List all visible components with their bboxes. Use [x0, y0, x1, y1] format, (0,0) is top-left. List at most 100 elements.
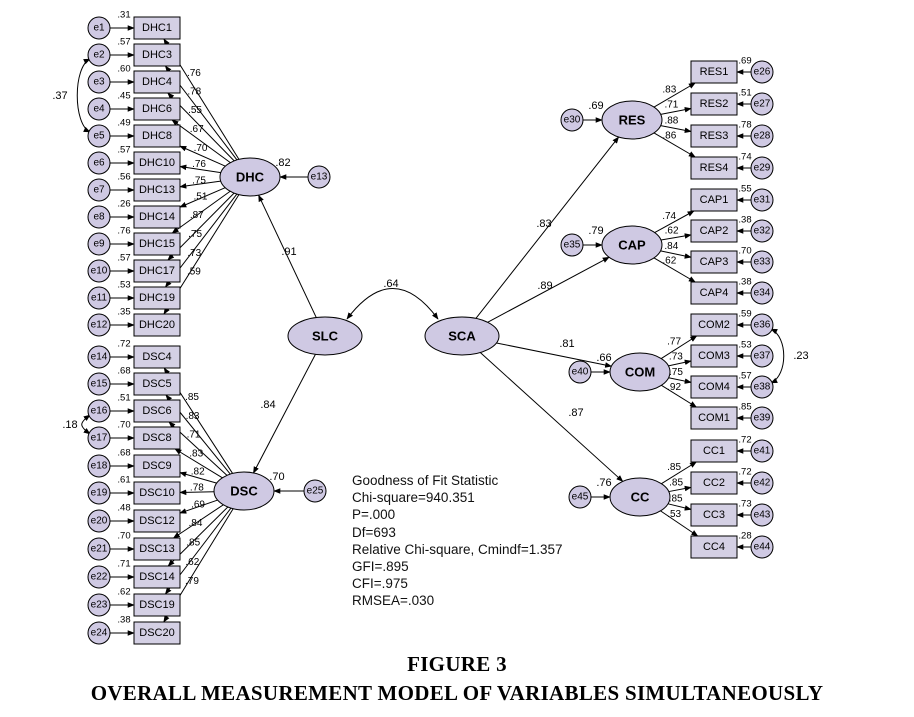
error-e23-circle [87, 593, 111, 617]
r2-dsc14: .71 [117, 559, 130, 570]
r2-com2: .59 [738, 309, 751, 320]
path-res-res1 [653, 82, 696, 108]
loading-dsc-dsc4: .85 [185, 392, 199, 403]
error-e9-label: e9 [93, 239, 105, 250]
indicator-cc3-label: CC3 [703, 509, 725, 521]
latent-sca-label: SCA [448, 329, 476, 344]
r2-dhc4: .60 [117, 64, 130, 75]
loading-sca-com: .81 [559, 338, 574, 350]
r2-dhc3: .57 [117, 37, 130, 48]
loading-cap-cap1: .74 [662, 211, 676, 222]
error-e33-circle [750, 250, 774, 274]
indicator-dhc10-label: DHC10 [139, 157, 175, 169]
error-e3-circle [87, 70, 111, 94]
fit-stat-rmsea: RMSEA=.030 [352, 593, 435, 609]
indicator-com4-label: COM4 [698, 381, 730, 393]
fit-stat-heading: Goodness of Fit Statistic [352, 473, 499, 488]
error-e4-circle [87, 97, 111, 121]
indicator-dhc17-label: DHC17 [139, 265, 175, 277]
indicator-cc4-label: CC4 [703, 541, 725, 553]
r2-com1: .85 [738, 402, 751, 413]
error-e41-circle [750, 439, 774, 463]
indicator-cc1-box [690, 439, 738, 463]
indicator-dsc13-box [133, 537, 181, 561]
path-cc-cc2 [668, 485, 692, 493]
indicator-com2-label: COM2 [698, 319, 730, 331]
loading-dsc-dsc5: .83 [186, 411, 200, 422]
error-e24-label: e24 [91, 628, 108, 639]
indicator-dhc15-label: DHC15 [139, 238, 175, 250]
r2-cap3: .70 [738, 246, 751, 257]
indicator-dhc4-box [133, 70, 181, 94]
r2-dhc6: .45 [117, 91, 130, 102]
error-e19-label: e19 [91, 488, 108, 499]
path-com-com1 [661, 384, 697, 408]
loading-cc-cc2: .85 [669, 477, 683, 488]
loading-cap-cap4: .62 [662, 256, 676, 267]
r2-com: .66 [596, 352, 611, 364]
indicator-dhc4-label: DHC4 [142, 76, 172, 88]
indicator-dsc9-label: DSC9 [142, 460, 171, 472]
indicator-dhc1-box [133, 16, 181, 40]
r2-com4: .57 [738, 371, 751, 382]
path-res-res4 [653, 132, 696, 158]
indicator-dsc14-label: DSC14 [139, 571, 174, 583]
fit-stat-chi-square: Chi-square=940.351 [352, 490, 475, 506]
indicator-cap1-label: CAP1 [700, 194, 729, 206]
error-e20-circle [87, 509, 111, 533]
r2-cc3: .73 [738, 499, 751, 510]
indicator-dhc15-box [133, 232, 181, 256]
loading-sca-res: .83 [536, 218, 551, 230]
latent-dhc-label: DHC [236, 170, 265, 185]
error-e2-circle [87, 43, 111, 67]
path-sca-com [496, 342, 613, 368]
covariance-e16-e17 [81, 414, 91, 435]
latent-dsc-label: DSC [230, 484, 258, 499]
indicator-cap2-label: CAP2 [700, 225, 729, 237]
error-e42-label: e42 [754, 478, 771, 489]
path-cc-cc3 [667, 503, 692, 511]
r2-dhc8: .49 [117, 118, 130, 129]
indicator-cc3-box [690, 503, 738, 527]
indicator-dsc20-label: DSC20 [139, 627, 174, 639]
r2-dsc8: .70 [117, 420, 130, 431]
r2-dhc10: .57 [117, 145, 130, 156]
loading-dhc-dhc10: .76 [192, 159, 206, 170]
loading-dsc-dsc8: .83 [189, 449, 203, 460]
r2-cap2: .38 [738, 215, 751, 226]
r2-res3: .78 [738, 120, 751, 131]
latent-cap-ellipse [601, 225, 663, 265]
indicator-dhc20-label: DHC20 [139, 319, 175, 331]
r2-dhc13: .56 [117, 172, 130, 183]
path-dhc-dhc15 [171, 190, 231, 234]
path-dsc-dsc13 [172, 504, 224, 539]
latent-cc-label: CC [631, 490, 650, 505]
indicator-cap2-box [690, 219, 738, 243]
error-e20-label: e20 [91, 516, 108, 527]
error-e8-circle [87, 205, 111, 229]
error-e12-label: e12 [91, 320, 108, 331]
error-e19-circle [87, 481, 111, 505]
indicator-dhc13-label: DHC13 [139, 184, 175, 196]
r2-com3: .53 [738, 340, 751, 351]
path-res-res3 [660, 125, 692, 134]
r2-dhc14: .26 [117, 199, 130, 210]
covariance-e16-e17-label: .18 [62, 419, 77, 431]
error-e22-label: e22 [91, 572, 108, 583]
error-e2-label: e2 [93, 50, 105, 61]
indicator-dsc10-label: DSC10 [139, 487, 174, 499]
r2-dsc: .70 [269, 471, 284, 483]
error-e29-circle [750, 156, 774, 180]
r2-res1: .69 [738, 56, 751, 67]
error-e44-label: e44 [754, 542, 771, 553]
error-e28-label: e28 [754, 131, 771, 142]
r2-dhc20: .35 [117, 307, 130, 318]
error-e40-label: e40 [572, 367, 589, 378]
loading-slc-dsc: .84 [260, 399, 275, 411]
indicator-res1-box [690, 60, 738, 84]
indicator-com4-box [690, 375, 738, 399]
error-e27-circle [750, 92, 774, 116]
indicator-dhc14-box [133, 205, 181, 229]
latent-res-ellipse [601, 100, 663, 140]
covariance-e36-e38-label: .23 [793, 350, 808, 362]
